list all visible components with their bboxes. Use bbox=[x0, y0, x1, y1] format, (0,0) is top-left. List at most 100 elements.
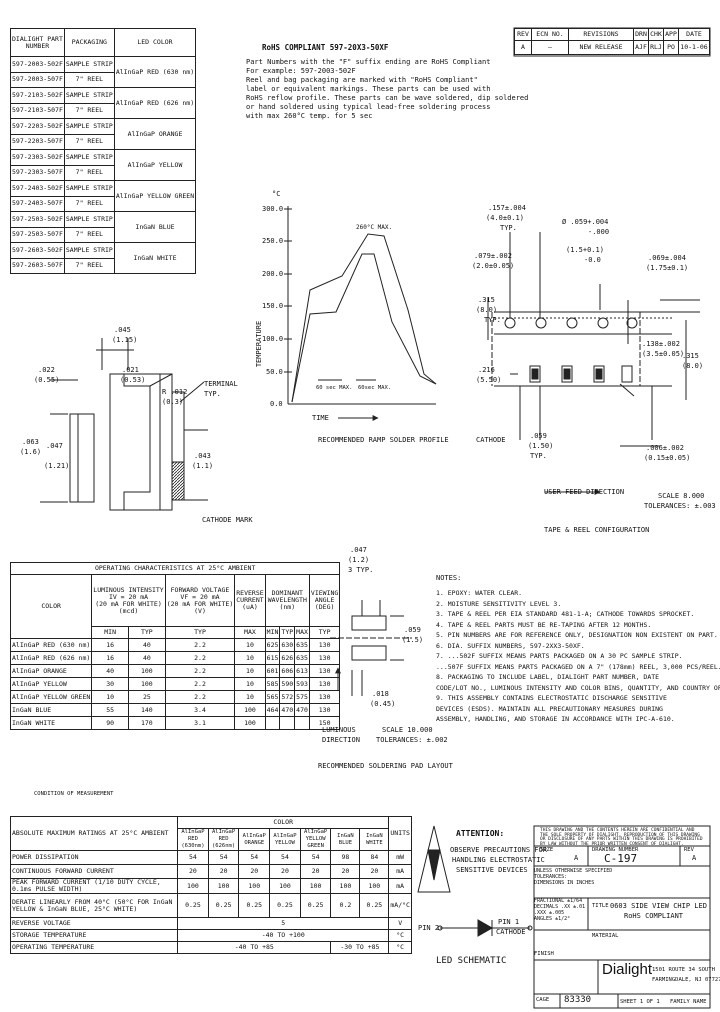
part-number: 597-2203-502F bbox=[10, 118, 65, 135]
abs-unit: mA bbox=[388, 864, 412, 879]
op-value: 2.2 bbox=[164, 638, 236, 652]
op-h-lum-4: (mcd) bbox=[118, 606, 139, 615]
dim-h2: .047 bbox=[46, 442, 63, 450]
abs-row: DERATE LINEARLY FROM 40°C (50°C FOR InGa… bbox=[9, 893, 412, 918]
op-value bbox=[279, 716, 296, 730]
part-number: 597-2103-502F bbox=[10, 87, 65, 104]
tb-size-label: SIZE bbox=[540, 847, 554, 853]
tape-t7: .216 bbox=[478, 366, 495, 374]
op-color: InGaN BLUE bbox=[9, 703, 93, 717]
tape-t2: .079±.002 bbox=[474, 252, 512, 260]
color-header: LED COLOR bbox=[113, 28, 197, 57]
abs-label: PEAK FORWARD CURRENT (1/10 DUTY CYCLE, 0… bbox=[9, 878, 179, 894]
tape-hole: Ø .059+.004 bbox=[562, 218, 609, 226]
op-value: 40 bbox=[128, 651, 166, 665]
abs-row: PEAK FORWARD CURRENT (1/10 DUTY CYCLE, 0… bbox=[9, 878, 412, 894]
op-value: 55 bbox=[91, 703, 129, 717]
dim-top-w: .045 bbox=[114, 326, 131, 334]
tb-angles: ANGLES ±1/2° bbox=[534, 916, 571, 922]
op-value: 10 bbox=[234, 638, 266, 652]
profile-y-tick: 200.0 bbox=[262, 270, 284, 278]
tape-t3: .069±.004 bbox=[648, 254, 686, 262]
pad-d3-mm: (0.45) bbox=[370, 700, 396, 708]
tb-title-2: RoHS COMPLIANT bbox=[624, 912, 684, 920]
op-value: 16 bbox=[91, 638, 129, 652]
op-h-fwd: FORWARD VOLTAGE VF = 20 mA (20 mA FOR WH… bbox=[164, 574, 236, 627]
packaging: SAMPLE STRIP bbox=[63, 87, 115, 104]
revisions-h: REVISIONS bbox=[568, 28, 634, 41]
op-value: 601 bbox=[264, 664, 281, 678]
tb-company-logo: Dialight bbox=[602, 961, 653, 978]
tb-title-label: TITLE bbox=[592, 903, 609, 909]
op-h-rev: REVERSE CURRENT (uA) bbox=[234, 574, 266, 627]
abs-stor-unit: °C bbox=[388, 929, 412, 942]
tape-scale: SCALE 8.000 bbox=[658, 492, 705, 500]
abs-h-color: COLOR bbox=[177, 816, 390, 829]
op-h-dom: DOMINANT WAVELENGTH (nm) bbox=[264, 574, 310, 627]
tape-t1: .157±.004 bbox=[488, 204, 526, 212]
terminal-label: TERMINAL bbox=[204, 380, 238, 388]
attention-title: ATTENTION: bbox=[456, 829, 505, 838]
packaging: 7" REEL bbox=[63, 195, 115, 212]
op-value: 2.2 bbox=[164, 664, 236, 678]
tape-t9-mm: (0.15±0.05) bbox=[644, 454, 691, 462]
tape-t5-mm: (3.5±0.05) bbox=[642, 350, 685, 358]
pad-direction: DIRECTION bbox=[322, 736, 360, 744]
op-h-view: VIEWING ANGLE (DEG) bbox=[308, 574, 341, 627]
abs-rev-val: 5 bbox=[177, 917, 390, 930]
profile-seg1: 60 sec MAX. bbox=[316, 385, 353, 391]
op-value: 10 bbox=[234, 651, 266, 665]
op-value: 2.2 bbox=[164, 651, 236, 665]
op-color: AlInGaP YELLOW bbox=[9, 677, 93, 691]
abs-value: 54 bbox=[207, 850, 240, 865]
part-number: 597-2203-507F bbox=[10, 133, 65, 150]
packaging: 7" REEL bbox=[63, 226, 115, 243]
abs-value: 100 bbox=[269, 878, 301, 894]
abs-unit: mW bbox=[388, 850, 412, 865]
op-h-dom-3: (nm) bbox=[279, 603, 296, 611]
revision-table: REV ECN NO. REVISIONS DRN CHK APP DATE A… bbox=[514, 28, 710, 55]
abs-oper-unit: °C bbox=[388, 941, 412, 954]
op-value bbox=[264, 716, 281, 730]
op-value: 635 bbox=[294, 638, 310, 652]
tape-t8-typ: TYP. bbox=[530, 452, 547, 460]
op-value: 100 bbox=[234, 703, 266, 717]
op-value: 585 bbox=[264, 677, 281, 691]
tb-material-label: MATERIAL bbox=[592, 933, 619, 939]
dim-d2: .021 bbox=[122, 366, 139, 374]
op-value: 470 bbox=[294, 703, 310, 717]
rohs-line: Part Numbers with the "F" suffix ending … bbox=[246, 58, 491, 66]
tb-decimal1: DECIMALS .XX ±.01 bbox=[534, 904, 586, 910]
abs-col-header: AlInGaP YELLOW bbox=[269, 828, 301, 851]
pad-scale: SCALE 10.000 bbox=[382, 726, 433, 734]
op-value: 2.2 bbox=[164, 690, 236, 704]
op-value: 130 bbox=[308, 677, 341, 691]
abs-value: 0.25 bbox=[359, 893, 390, 918]
tape-t2-mm: (2.0±0.05) bbox=[472, 262, 515, 270]
abs-value: 0.25 bbox=[238, 893, 271, 918]
part-number: 597-2603-507F bbox=[10, 257, 65, 274]
schematic-cathode: CATHODE bbox=[496, 928, 526, 936]
abs-value: 100 bbox=[299, 878, 332, 894]
op-h-fwd-4: (V) bbox=[194, 606, 206, 615]
tb-rev: A bbox=[692, 854, 697, 862]
profile-peak-label: 260°C MAX. bbox=[356, 224, 393, 231]
op-value: 470 bbox=[279, 703, 296, 717]
abs-col-header: AlInGaP YELLOW GREEN bbox=[299, 828, 332, 851]
part-number: 597-2303-502F bbox=[10, 149, 65, 166]
op-value: 635 bbox=[294, 651, 310, 665]
op-subheader: TYP bbox=[164, 626, 236, 639]
op-value: 90 bbox=[91, 716, 129, 730]
rohs-line: or hand soldered using typical lead-free… bbox=[246, 103, 491, 111]
profile-y-tick: 100.0 bbox=[262, 335, 284, 343]
dim-tip-h: .043 bbox=[194, 452, 211, 460]
abs-value: 54 bbox=[177, 850, 209, 865]
profile-y-unit: °C bbox=[272, 190, 281, 198]
part-number: 597-2503-502F bbox=[10, 211, 65, 228]
tape-caption: TAPE & REEL CONFIGURATION bbox=[544, 526, 650, 534]
